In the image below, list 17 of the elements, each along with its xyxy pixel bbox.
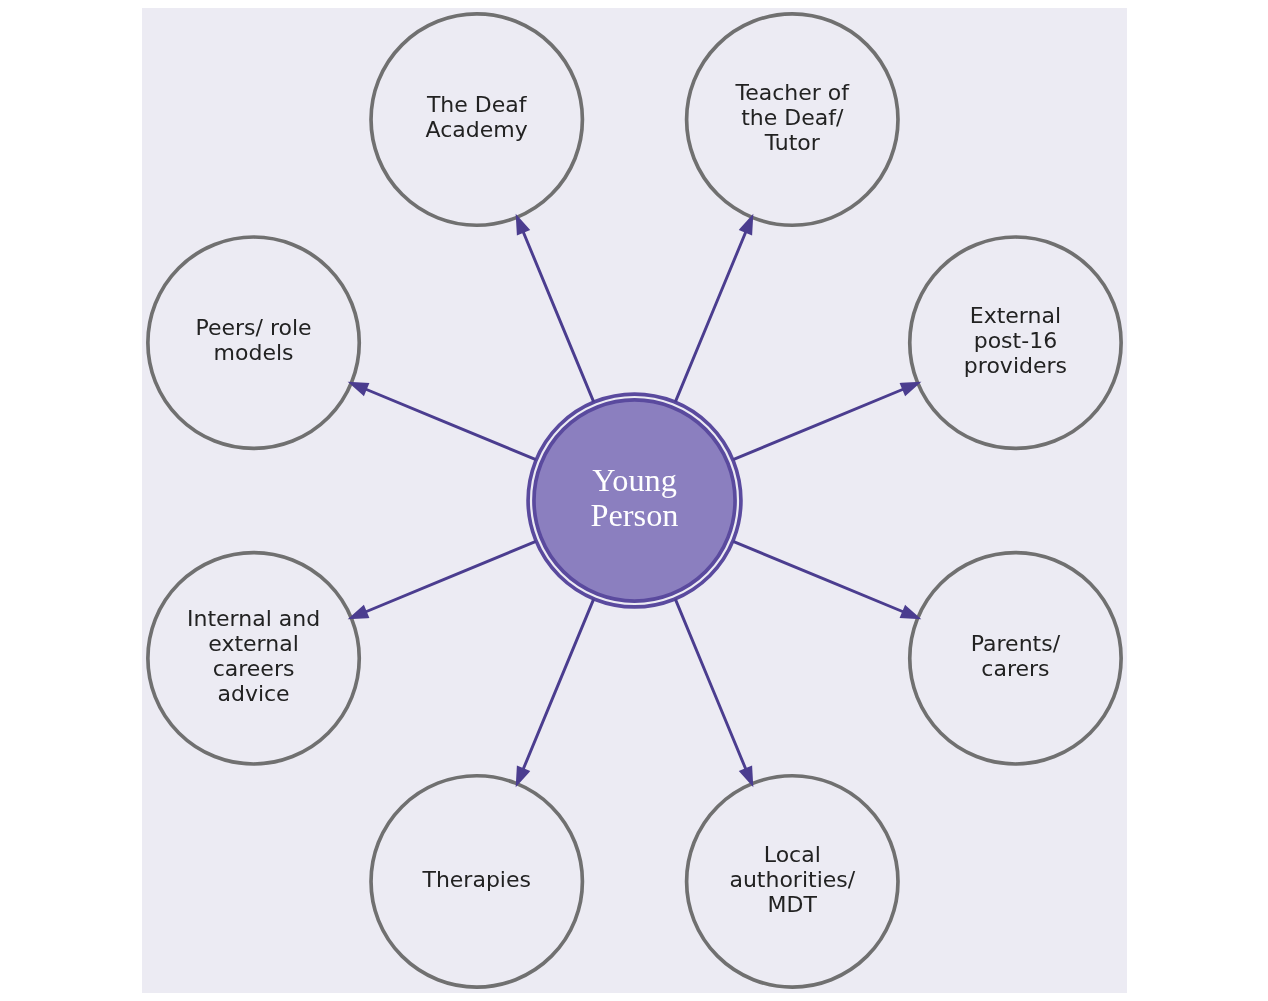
node-circle: Local authorities/ MDT [684,773,900,989]
arrow [732,540,921,620]
arrow [515,598,595,788]
node-circle: External post-16 providers [907,235,1123,451]
arrow [673,598,753,788]
node-circle: Peers/ role models [145,235,361,451]
arrow [732,381,921,461]
node-circle: Young Person [525,392,743,609]
node-circle: Therapies [368,773,584,989]
node-circle: Internal and external careers advice [145,550,361,766]
node-circle: Teacher of the Deaf/ Tutor [684,12,900,228]
node-circle: Parents/ carers [907,550,1123,766]
arrow [515,213,595,403]
arrow [673,213,753,403]
arrow [347,381,536,461]
node-circle: The Deaf Academy [368,12,584,228]
arrow [347,540,536,620]
